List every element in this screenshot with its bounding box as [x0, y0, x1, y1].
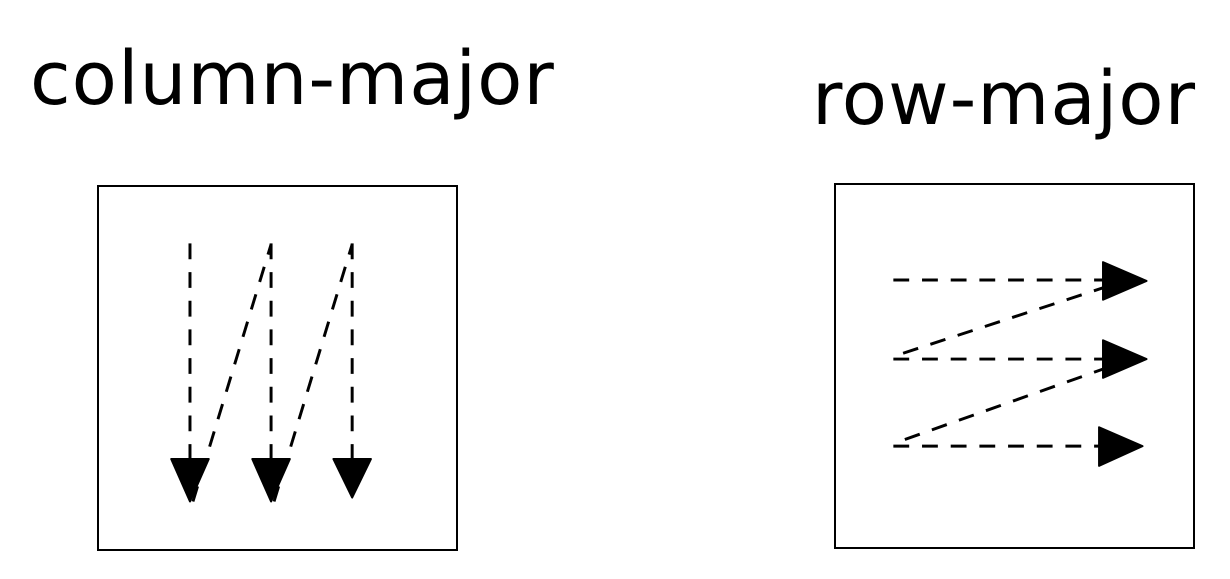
column-major-title: column-major — [30, 36, 555, 122]
column-arrowhead-2 — [251, 457, 291, 503]
column-arrowhead-1 — [170, 457, 210, 503]
column-arrowhead-3 — [332, 457, 372, 499]
row-arrowhead-3 — [1098, 426, 1144, 467]
column-major-diagram — [170, 243, 372, 503]
row-arrowhead-1 — [1102, 261, 1148, 301]
column-major-panel — [97, 185, 458, 551]
row-major-diagram — [893, 261, 1148, 467]
row-major-title: row-major — [812, 56, 1196, 142]
row-major-panel — [834, 183, 1195, 549]
row-connector-2 — [896, 365, 1110, 444]
row-arrowhead-2 — [1102, 339, 1148, 379]
row-connector-1 — [896, 284, 1110, 357]
